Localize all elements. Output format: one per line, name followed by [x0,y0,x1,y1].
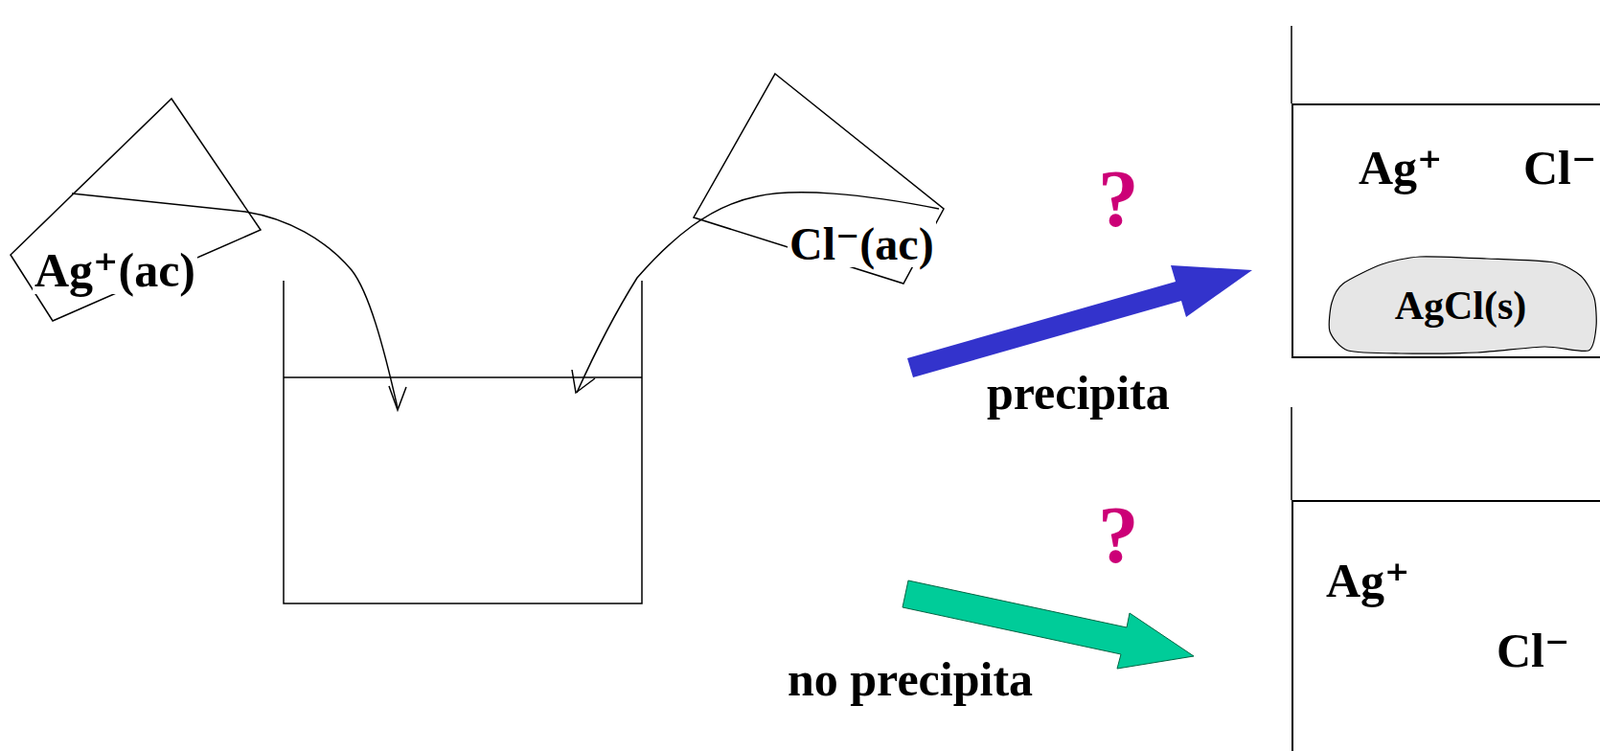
precipitate-arrow [907,265,1253,378]
reagent-beaker: Ag⁺(ac) [0,91,288,331]
beaker [283,280,642,604]
question-mark: ? [1097,158,1140,240]
ion-label: Cl⁻ [1496,626,1570,675]
beaker-outline [10,98,261,321]
ion-label: Cl⁻(ac) [787,221,937,268]
pour-arrowhead [388,386,407,411]
ion-label: Ag⁺ [1325,556,1411,605]
arrow-label: no precipita [787,655,1033,704]
beaker-wall [1290,25,1293,104]
precipitate-outline [1328,256,1597,354]
liquid-level [283,376,642,379]
ion-label: Ag⁺ [1358,143,1443,192]
precipitate-blob: AgCl(s) [1324,254,1598,356]
pour-stream [576,192,939,393]
tilted-beaker [0,91,288,331]
reagent-beaker: Cl⁻(ac) [685,67,973,293]
arrow-label: precipita [986,368,1170,417]
result-beaker: Ag⁺ Cl⁻ [1291,500,1600,751]
beaker-wall [1290,407,1293,501]
pour-stream [71,193,398,409]
ion-label: Ag⁺(ac) [32,246,198,295]
result-beaker: AgCl(s) Ag⁺ Cl⁻ [1291,103,1600,359]
ion-label: AgCl(s) [1394,285,1528,326]
ion-label: Cl⁻ [1523,143,1597,192]
question-mark: ? [1097,494,1140,576]
pour-arrowhead [571,369,595,393]
beaker-outline [693,73,944,284]
